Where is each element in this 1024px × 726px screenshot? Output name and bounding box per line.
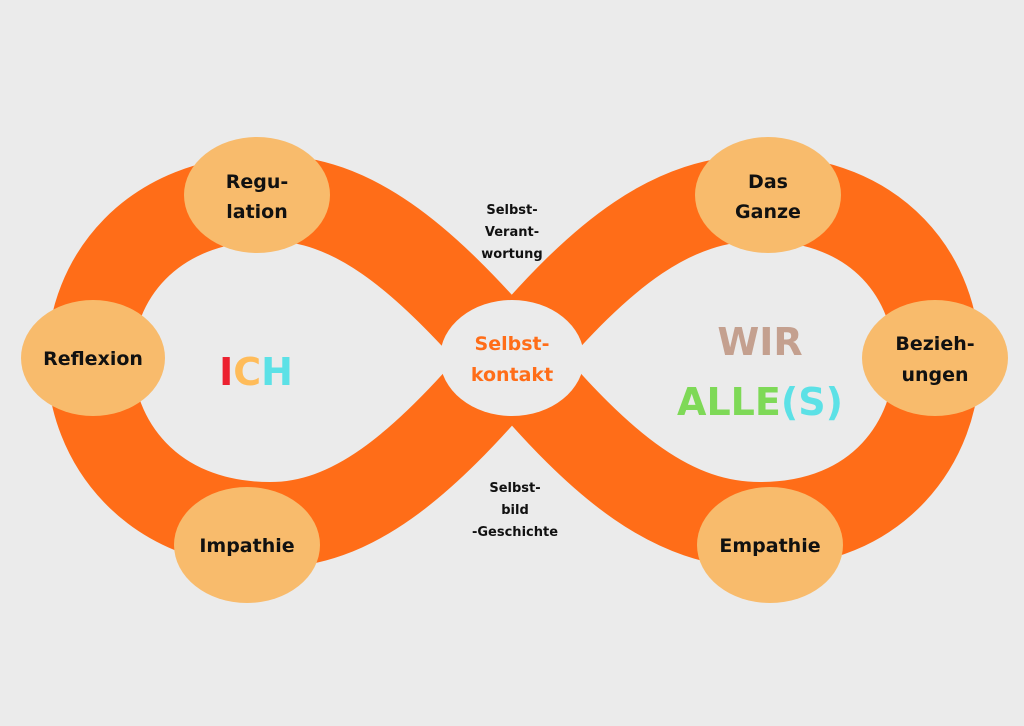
node-selbstkontakt: Selbst- kontakt bbox=[440, 300, 584, 416]
svg-text:Selbst-: Selbst- bbox=[489, 481, 540, 496]
svg-text:Impathie: Impathie bbox=[199, 535, 294, 557]
svg-text:Regu-: Regu- bbox=[226, 171, 289, 193]
label-selbst-verantwortung: Selbst- Verant- wortung bbox=[481, 203, 542, 262]
svg-text:bild: bild bbox=[501, 503, 529, 518]
node-empathie: Empathie bbox=[697, 487, 843, 603]
svg-text:-Geschichte: -Geschichte bbox=[472, 525, 558, 540]
alle-text: ALLE bbox=[677, 380, 781, 424]
svg-text:kontakt: kontakt bbox=[471, 364, 553, 386]
svg-text:Bezieh-: Bezieh- bbox=[895, 333, 974, 355]
alle-s: (S) bbox=[781, 380, 843, 424]
node-regulation: Regu- lation bbox=[184, 137, 330, 253]
svg-text:lation: lation bbox=[226, 201, 288, 223]
alle-heading: ALLE(S) bbox=[677, 380, 843, 424]
ich-h: H bbox=[261, 350, 293, 394]
node-das-ganze: Das Ganze bbox=[695, 137, 841, 253]
node-impathie: Impathie bbox=[174, 487, 320, 603]
ich-i: I bbox=[219, 350, 233, 394]
svg-text:Ganze: Ganze bbox=[735, 201, 801, 223]
svg-text:Selbst-: Selbst- bbox=[486, 203, 537, 218]
ich-heading: ICH bbox=[219, 350, 293, 394]
node-reflexion: Reflexion bbox=[21, 300, 165, 416]
label-selbstbild-geschichte: Selbst- bild -Geschichte bbox=[472, 481, 558, 540]
svg-text:Das: Das bbox=[748, 171, 788, 193]
svg-text:Reflexion: Reflexion bbox=[43, 348, 143, 370]
svg-text:Empathie: Empathie bbox=[719, 535, 820, 557]
node-beziehungen: Bezieh- ungen bbox=[862, 300, 1008, 416]
svg-text:wortung: wortung bbox=[481, 247, 542, 262]
ich-c: C bbox=[233, 350, 261, 394]
svg-text:Verant-: Verant- bbox=[485, 225, 539, 240]
wir-heading: WIR bbox=[717, 320, 802, 364]
svg-text:Selbst-: Selbst- bbox=[475, 333, 550, 355]
svg-text:ungen: ungen bbox=[901, 364, 968, 386]
